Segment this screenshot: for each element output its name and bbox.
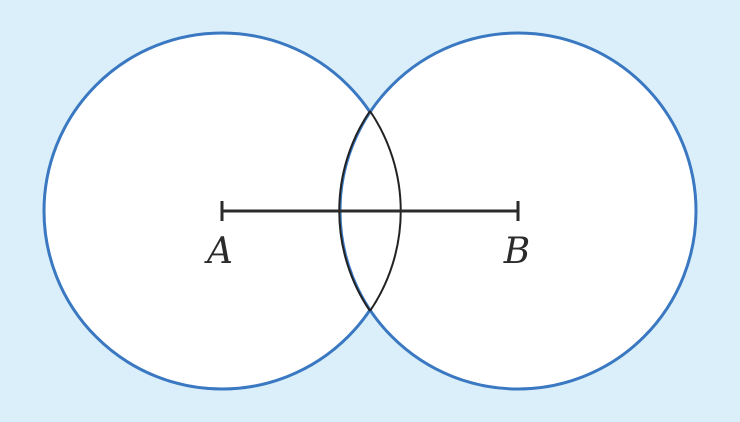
- point-label-a: A: [204, 231, 233, 272]
- point-label-b: B: [503, 231, 530, 272]
